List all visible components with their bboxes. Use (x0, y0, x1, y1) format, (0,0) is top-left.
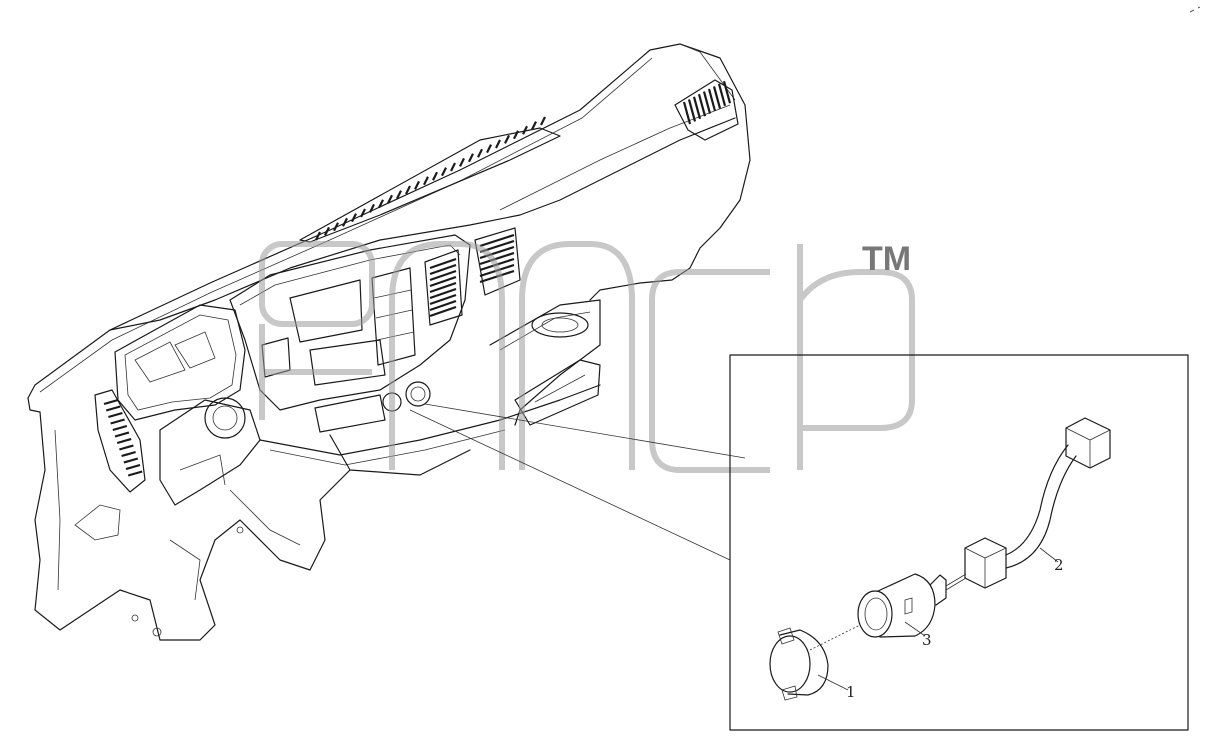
vent-louver (360, 208, 366, 218)
leader-1 (817, 674, 849, 691)
vent-louver (531, 121, 537, 131)
vent-louver (429, 305, 457, 318)
vent-louver (378, 199, 384, 209)
vent-louver (121, 450, 136, 458)
glove-box (514, 359, 601, 426)
vent-louver (468, 153, 474, 163)
instrument-cluster (114, 304, 246, 421)
right-air-vent (674, 79, 739, 141)
socket-cap (769, 627, 829, 701)
vent-louver (342, 217, 348, 227)
callout-1: 1 (846, 683, 856, 701)
vent-louver (692, 96, 702, 120)
vent-louver (429, 275, 457, 288)
vent-louver (486, 144, 492, 154)
vent-louver (441, 167, 447, 177)
vent-louver (429, 263, 457, 276)
vent-louver (429, 269, 457, 282)
socket-body (857, 573, 967, 638)
vent-louver (429, 287, 457, 300)
brand-watermark: TM (259, 240, 915, 473)
vent-louver (450, 162, 456, 172)
vent-louver (717, 83, 727, 107)
vent-louver (405, 185, 411, 195)
leader-2 (1039, 547, 1059, 563)
vent-louver (513, 130, 519, 140)
lower-support-frame (27, 397, 351, 641)
vent-louver (722, 80, 732, 104)
vent-louver (396, 190, 402, 200)
left-air-vent (94, 389, 146, 493)
vent-louver (687, 99, 697, 122)
vent-louver (682, 101, 692, 125)
vent-louver (119, 444, 134, 451)
vent-louver (707, 88, 717, 112)
vent-louver (127, 470, 143, 477)
vent-louver (479, 245, 515, 260)
vent-louver (369, 203, 375, 213)
vent-louver (116, 437, 132, 445)
vent-louver (429, 293, 457, 306)
vent-louver (702, 91, 712, 114)
vent-louver (429, 299, 457, 312)
vent-louver (333, 222, 339, 232)
vent-louver (712, 86, 722, 109)
trademark-symbol: TM (862, 240, 911, 278)
vent-louver (125, 463, 141, 471)
vent-louver (423, 176, 429, 186)
vent-louver (697, 93, 707, 117)
steering-column (159, 397, 261, 506)
vent-louver (105, 405, 121, 412)
vent-louver (414, 180, 420, 190)
leader-lines (409, 403, 746, 561)
top-air-vent (299, 116, 561, 243)
vent-louver (522, 125, 528, 135)
vent-louver (479, 251, 515, 266)
vent-louver (324, 226, 330, 236)
vent-louver (429, 281, 457, 294)
callout-2: 2 (1054, 556, 1064, 574)
vent-louver (108, 411, 123, 419)
vent-louver (123, 457, 139, 464)
socket-location-right (405, 381, 431, 407)
vent-louver (540, 116, 546, 126)
dashboard-assembly (27, 43, 751, 641)
vent-louver (315, 231, 321, 241)
vent-louver (459, 157, 465, 167)
vent-louver (504, 134, 510, 144)
vent-louver (110, 418, 125, 425)
vent-louver (429, 257, 457, 270)
corner-mark (1189, 6, 1201, 13)
detail-view-box: 2 3 1 (729, 354, 1189, 731)
vent-louver (114, 431, 130, 438)
vent-louver (112, 424, 128, 432)
cup-holder (531, 312, 589, 338)
vent-louver (477, 148, 483, 158)
vent-louver (495, 139, 501, 149)
leader-3 (904, 621, 926, 637)
callout-3: 3 (922, 631, 932, 649)
vent-louver (479, 233, 515, 248)
vent-louver (432, 171, 438, 181)
vent-louver (351, 213, 357, 223)
vent-louver (387, 194, 393, 204)
vent-louver (103, 398, 119, 406)
center-console-panel (229, 234, 471, 433)
wiring-harness (964, 417, 1111, 589)
